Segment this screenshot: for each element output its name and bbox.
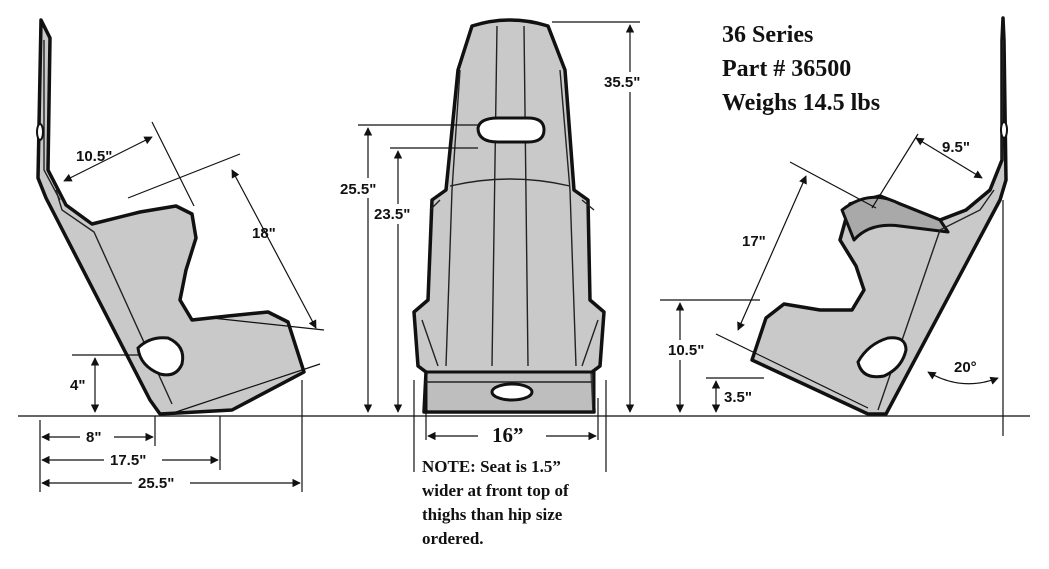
left-seat-hole: [136, 336, 185, 377]
left-base-8-dim: 8": [86, 429, 101, 446]
right-side-view: 9.5" 17" 10.5" 3.5" 20°: [660, 16, 1008, 436]
left-back-dim: 18": [252, 225, 276, 242]
front-height-35-5-dim: 35.5": [604, 74, 640, 91]
note-line-1: NOTE: Seat is 1.5”: [422, 457, 561, 476]
left-shoulder-dim: 10.5": [76, 148, 112, 165]
left-base-25-5-dim: 25.5": [138, 475, 174, 492]
left-seat-lip: [43, 40, 61, 201]
front-view: 25.5" 23.5" 35.5" 16”: [338, 18, 652, 472]
sizing-note: NOTE: Seat is 1.5” wider at front top of…: [422, 457, 569, 548]
spec-block: 36 Series Part # 36500 Weighs 14.5 lbs: [722, 22, 880, 116]
right-seat-inner: [840, 195, 950, 242]
front-height-23-5-dim: 23.5": [374, 206, 410, 223]
right-seat-height-dim: 10.5": [668, 342, 704, 359]
right-shoulder-dim: 9.5": [942, 139, 970, 156]
spec-series: 36 Series: [722, 22, 813, 48]
right-back-dim: 17": [742, 233, 766, 250]
note-line-4: ordered.: [422, 529, 484, 548]
front-base-slot: [490, 382, 534, 402]
left-side-view: 10.5" 18" 4" 8" 17.5" 25.5": [36, 18, 325, 492]
right-seat-belt-slot: [1000, 121, 1008, 139]
front-seat-shell: [412, 18, 606, 414]
front-height-25-5-dim: 25.5": [340, 181, 376, 198]
right-cushion-height-dim: 3.5": [724, 389, 752, 406]
right-angle-dim: 20°: [954, 359, 977, 376]
spec-weight: Weighs 14.5 lbs: [722, 90, 880, 116]
right-seat-hole: [856, 336, 908, 379]
front-width-dim: 16”: [492, 423, 524, 447]
spec-part-number: Part # 36500: [722, 56, 851, 82]
left-hole-height-dim: 4": [70, 377, 85, 394]
left-seat-belt-slot: [36, 123, 44, 141]
left-seat-seam: [55, 189, 173, 405]
note-line-3: thighs than hip size: [422, 505, 563, 524]
note-line-2: wider at front top of: [422, 481, 569, 500]
left-base-17-5-dim: 17.5": [110, 452, 146, 469]
front-shoulder-slot: [476, 116, 546, 144]
